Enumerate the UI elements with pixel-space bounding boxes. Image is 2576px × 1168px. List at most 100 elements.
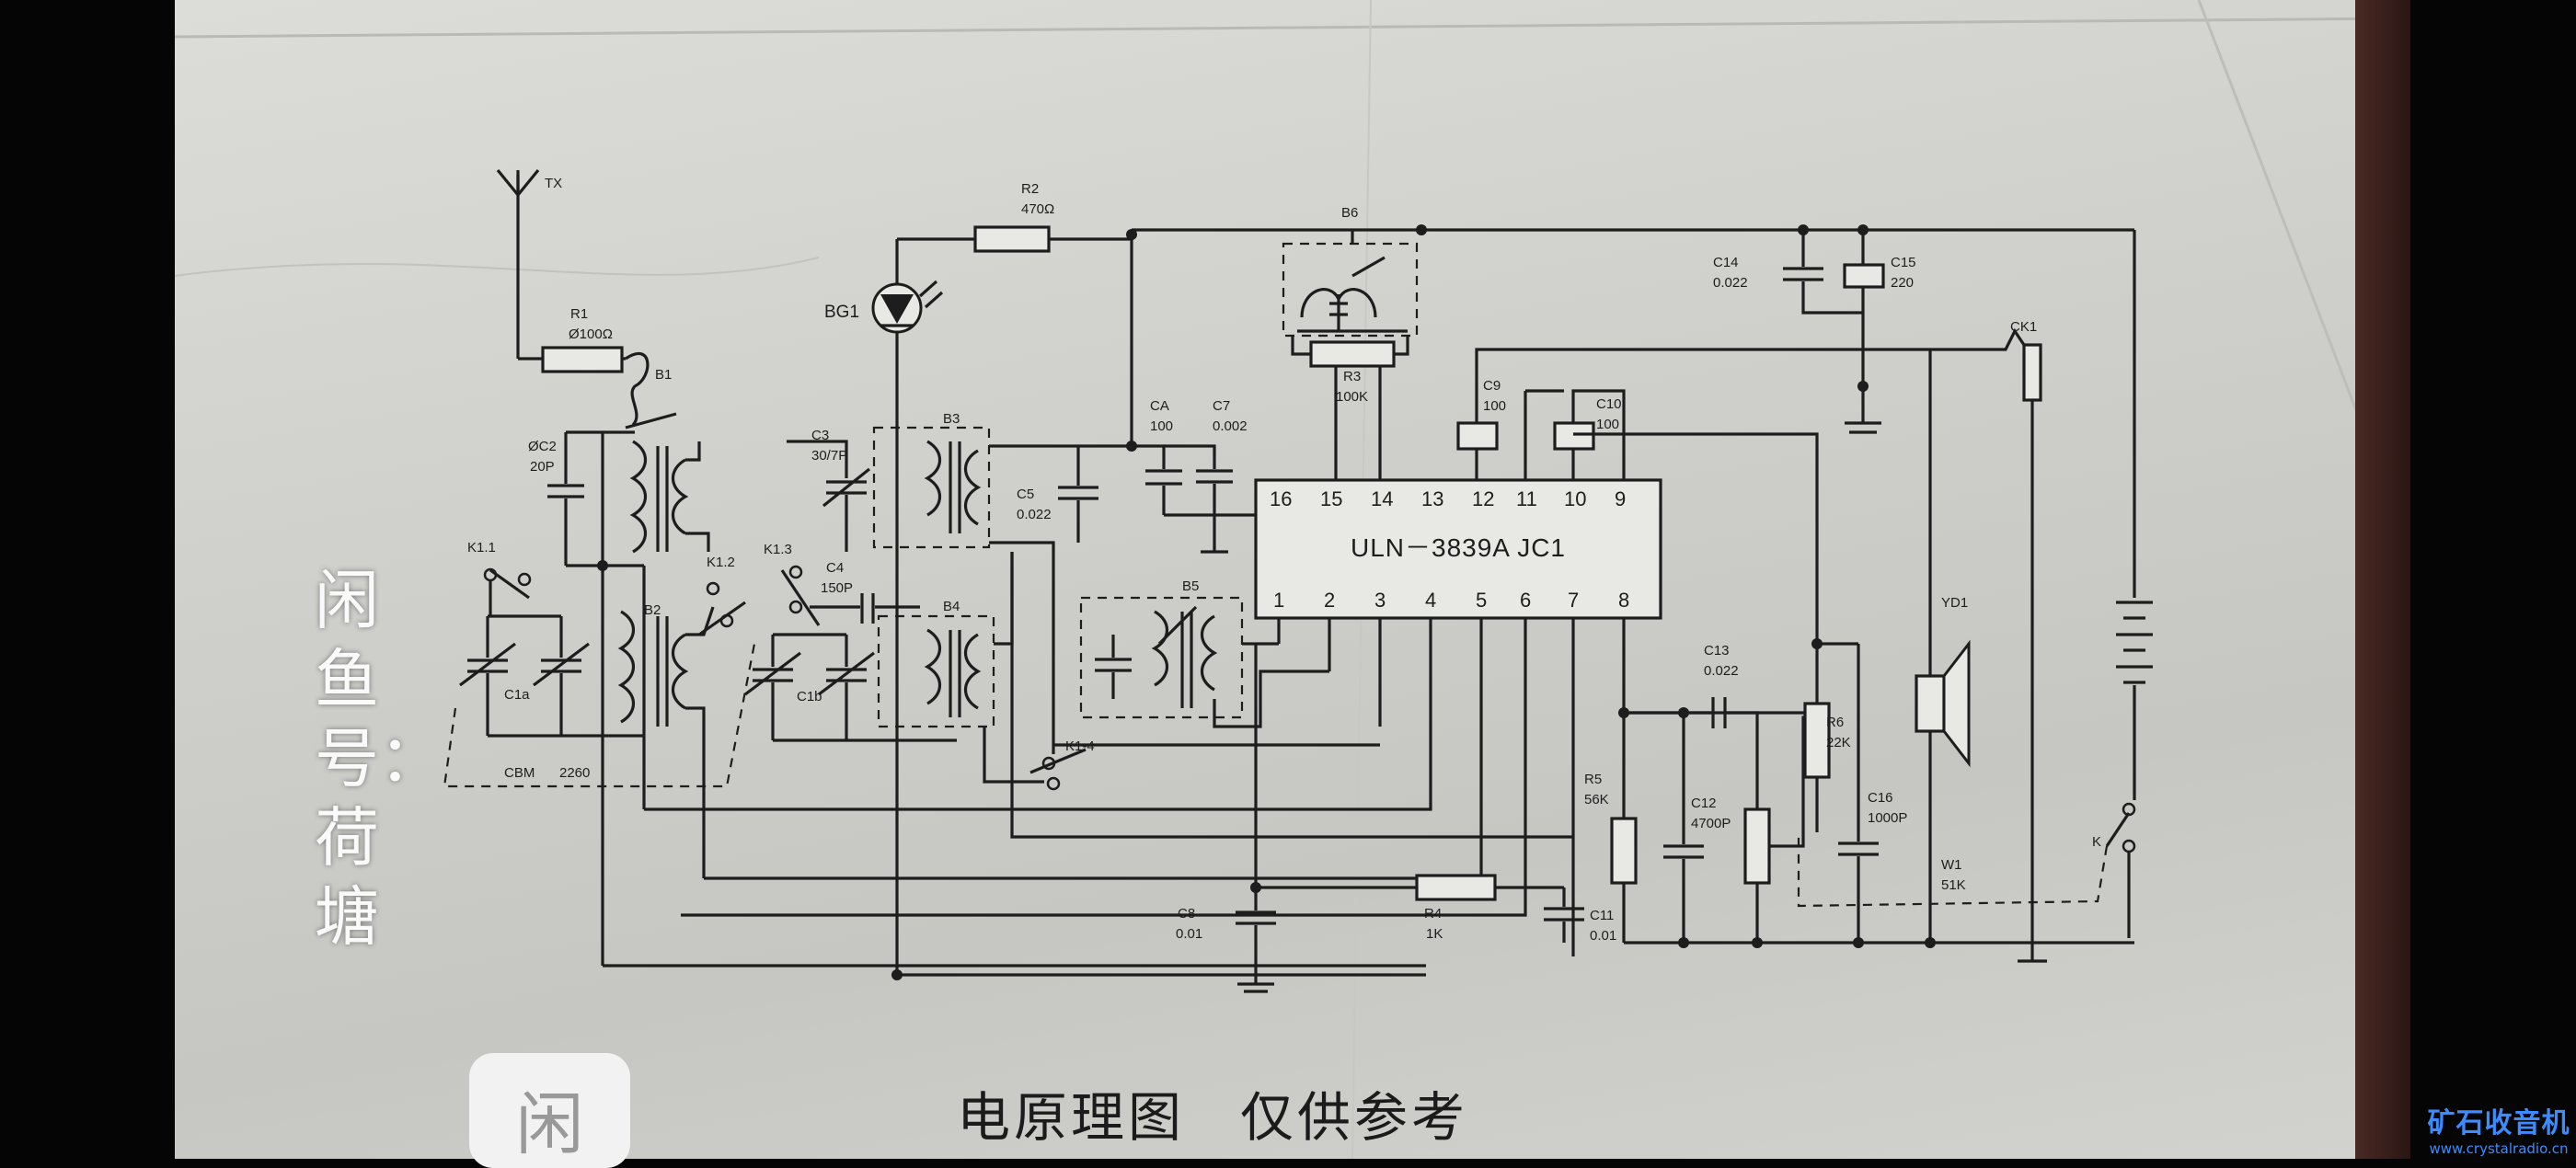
svg-text:20P: 20P [530,459,555,475]
capacitor-c8: C8 0.01 [1176,644,1276,993]
svg-text:1K: 1K [1426,926,1443,942]
trimmer-c3: C3 30/7P [787,428,870,552]
capacitor-c7: C7 0.002 [1164,398,1256,554]
svg-text:100: 100 [1150,418,1173,434]
svg-text:C16: C16 [1868,790,1893,806]
svg-text:R6: R6 [1826,715,1844,730]
earphone-jack-ck1: CK1 [1928,319,2047,963]
capacitor-c10: C10 100 [1524,389,1626,480]
site-title: 矿石收音机 [2427,1107,2570,1139]
svg-text:0.002: 0.002 [1213,418,1248,434]
svg-text:100: 100 [1596,417,1619,432]
site-url: www.crystalradio.cn [2429,1140,2569,1157]
resistor-r4: R4 1K [1256,874,1564,942]
svg-text:CBM: CBM [504,765,535,781]
watermark-text: 闲鱼号：荷塘 [315,563,443,955]
svg-text:22K: 22K [1826,735,1851,750]
capacitor-c12: C12 4700P [1663,713,1731,943]
ic-pin-11: 11 [1516,487,1537,510]
gang-link-cbm: CBM 2260 [443,643,756,788]
transformer-b2: B2 [617,602,715,878]
svg-text:B4: B4 [943,599,960,614]
svg-text:C12: C12 [1691,796,1717,811]
svg-text:R5: R5 [1584,772,1602,787]
svg-text:B2: B2 [644,602,661,618]
switch-k1-3: K1.3 [764,542,821,626]
ic-pin-3: 3 [1374,589,1386,612]
variable-capacitor-c1a: C1a [459,614,644,738]
svg-text:K1.1: K1.1 [467,540,496,555]
ic-pin-1: 1 [1273,589,1284,612]
ic-pin-14: 14 [1371,487,1393,510]
capacitor-c11: C11 0.01 [1544,887,1616,944]
svg-text:30/7P: 30/7P [811,448,847,464]
svg-text:C13: C13 [1704,643,1730,658]
svg-text:R2: R2 [1021,181,1039,197]
svg-text:0.01: 0.01 [1176,926,1202,942]
ic-pin-6: 6 [1520,589,1531,612]
svg-text:TX: TX [545,176,562,191]
svg-text:C15: C15 [1891,255,1916,270]
resistor-r1: R1 Ø100Ω [518,306,626,373]
svg-text:R1: R1 [570,306,588,322]
svg-text:C9: C9 [1483,378,1501,394]
transformer-b6: B6 [1282,205,1419,338]
capacitor-c15: C15 220 [1843,230,1916,434]
resistor-r5: R5 56K [1584,772,1638,885]
svg-text:C5: C5 [1017,487,1034,502]
svg-text:K: K [2092,834,2101,850]
resistor-r3: R3 100K [1291,336,1409,480]
ic-pin-15: 15 [1320,487,1342,510]
svg-text:W1: W1 [1941,857,1962,873]
transformer-b3: B3 [872,411,1132,745]
svg-text:150P: 150P [821,580,853,596]
svg-text:YD1: YD1 [1941,595,1968,611]
svg-text:K1.3: K1.3 [764,542,792,557]
switch-k1-1: K1.1 [467,540,532,616]
schematic-caption: 电原理图仅供参考 [957,1074,1524,1151]
svg-text:4700P: 4700P [1691,816,1731,831]
ic-pin-8: 8 [1618,589,1629,612]
switch-k1-2: K1.2 [698,555,746,636]
svg-text:C1b: C1b [797,689,822,704]
svg-text:C11: C11 [1590,908,1614,923]
capacitor-c4: C4 150P [810,560,920,624]
transformer-b5: B5 [1079,578,1329,728]
power-switch-k: K [1797,802,2136,938]
ic-pin-4: 4 [1425,589,1436,612]
ic-pin-9: 9 [1615,487,1626,510]
capacitor-c9: C9 100 [1456,348,1950,480]
battery [2116,230,2153,800]
svg-text:B6: B6 [1341,205,1358,221]
site-badge: 矿石收音机 www.crystalradio.cn [2421,1100,2576,1157]
table-edge [2355,0,2410,1159]
svg-text:R3: R3 [1343,369,1361,384]
speaker-yd1: YD1 [1915,595,1971,768]
led-bg1: BG1 [824,280,944,334]
svg-text:C3: C3 [811,428,829,443]
svg-text:0.022: 0.022 [1704,663,1739,679]
ic-pin-13: 13 [1421,487,1443,510]
caption-note: 仅供参考 [1240,1086,1469,1149]
caption-title: 电原理图 [957,1086,1186,1149]
ic-pin-2: 2 [1324,589,1335,612]
svg-text:2260: 2260 [559,765,590,781]
watermark-logo: 闲 [469,1053,630,1168]
svg-text:0.01: 0.01 [1590,928,1616,944]
svg-text:BG1: BG1 [824,303,859,322]
resistor-r2: R2 470Ω [897,181,1132,253]
svg-text:C8: C8 [1178,906,1195,922]
svg-text:K1.2: K1.2 [707,555,735,570]
svg-text:1000P: 1000P [1868,810,1907,826]
ic-pin-10: 10 [1564,487,1586,510]
ic-pin-16: 16 [1270,487,1292,510]
capacitor-c13: C13 0.022 [1624,643,1759,809]
svg-text:C14: C14 [1713,255,1739,270]
svg-text:ULN－3839A JC1: ULN－3839A JC1 [1351,533,1566,562]
svg-text:B1: B1 [655,367,672,383]
svg-text:56K: 56K [1584,792,1609,807]
svg-text:100K: 100K [1336,389,1368,405]
svg-text:C4: C4 [826,560,844,576]
